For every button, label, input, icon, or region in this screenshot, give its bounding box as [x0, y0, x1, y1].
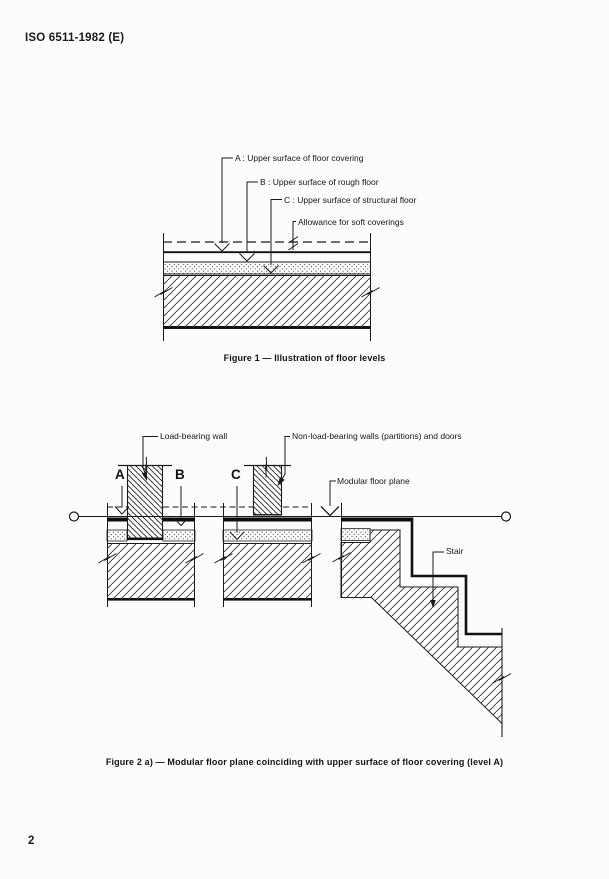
- fig1-label-allowance: Allowance for soft coverings: [298, 217, 404, 227]
- page-number: 2: [28, 835, 35, 847]
- stair-landing-rough-floor: [340, 528, 371, 541]
- fig2-label-load-bearing-wall: Load-bearing wall: [160, 431, 228, 441]
- fig1-rough-floor-layer: [163, 261, 371, 275]
- fig2-left-floor-section: [98, 503, 253, 607]
- figure1-drawing: [154, 157, 380, 341]
- stair-section: [332, 503, 512, 737]
- figure2-caption: Figure 2 a) — Modular floor plane coinci…: [105, 757, 504, 767]
- fig2-label-non-load-bearing: Non-load-bearing walls (partitions) and …: [292, 431, 462, 441]
- figure1-caption: Figure 1 — Illustration of floor levels: [223, 353, 386, 363]
- datum-circle-right: [500, 511, 512, 522]
- fig2-label-stair: Stair: [446, 546, 464, 556]
- fig1-label-a: A : Upper surface of floor covering: [235, 153, 364, 163]
- load-bearing-wall: [118, 456, 172, 541]
- fig2-left-structural-floor: [107, 543, 195, 601]
- fig1-structural-floor-slab: [163, 274, 371, 329]
- fig2-label-modular-floor-plane: Modular floor plane: [337, 476, 410, 486]
- fig2-middle-floor-section: [214, 503, 321, 607]
- figure2-drawing: [68, 436, 512, 737]
- partition-wall: [244, 456, 291, 516]
- fig2-level-letter-b: B: [175, 467, 185, 482]
- fig2-middle-rough-floor: [222, 529, 313, 542]
- fig1-leaders: [214, 157, 299, 274]
- page-header: ISO 6511-1982 (E): [25, 32, 125, 44]
- fig1-label-c: C : Upper surface of structural floor: [284, 195, 417, 205]
- fig2-middle-structural-floor: [223, 543, 312, 601]
- fig1-label-b: B : Upper surface of rough floor: [260, 177, 379, 187]
- fig2-level-letter-a: A: [115, 467, 125, 482]
- fig2-leaders: [114, 436, 444, 608]
- stair-tread-profile: [410, 517, 502, 636]
- datum-circle-left: [68, 511, 80, 522]
- modular-floor-plane-line: [68, 511, 512, 522]
- fig2-level-letter-c: C: [231, 467, 241, 482]
- stair-concrete-mass: [340, 529, 503, 725]
